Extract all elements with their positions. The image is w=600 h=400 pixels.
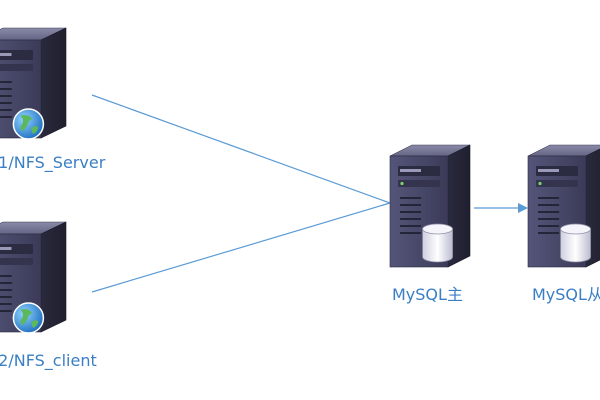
database-icon <box>560 223 591 263</box>
connector-nfs_client-to-mysql_master <box>91 202 391 293</box>
server-nodes <box>0 27 600 334</box>
server-mysql-master <box>389 144 471 268</box>
globe-icon <box>12 108 45 140</box>
globe-icon <box>12 302 45 334</box>
server-nfs-client <box>0 221 67 334</box>
database-icon <box>422 223 453 263</box>
server-mysql-slave <box>527 144 600 268</box>
node-label-nfs-server: 31/NFS_Server <box>0 153 106 172</box>
server-nfs-server <box>0 27 67 140</box>
connector-nfs_server-to-mysql_master <box>91 94 391 204</box>
node-label-nfs-client: 32/NFS_client <box>0 351 97 370</box>
connector-lines <box>91 94 528 293</box>
node-label-mysql-slave: MySQL从 <box>532 285 600 304</box>
node-label-mysql-master: MySQL主 <box>392 285 463 304</box>
